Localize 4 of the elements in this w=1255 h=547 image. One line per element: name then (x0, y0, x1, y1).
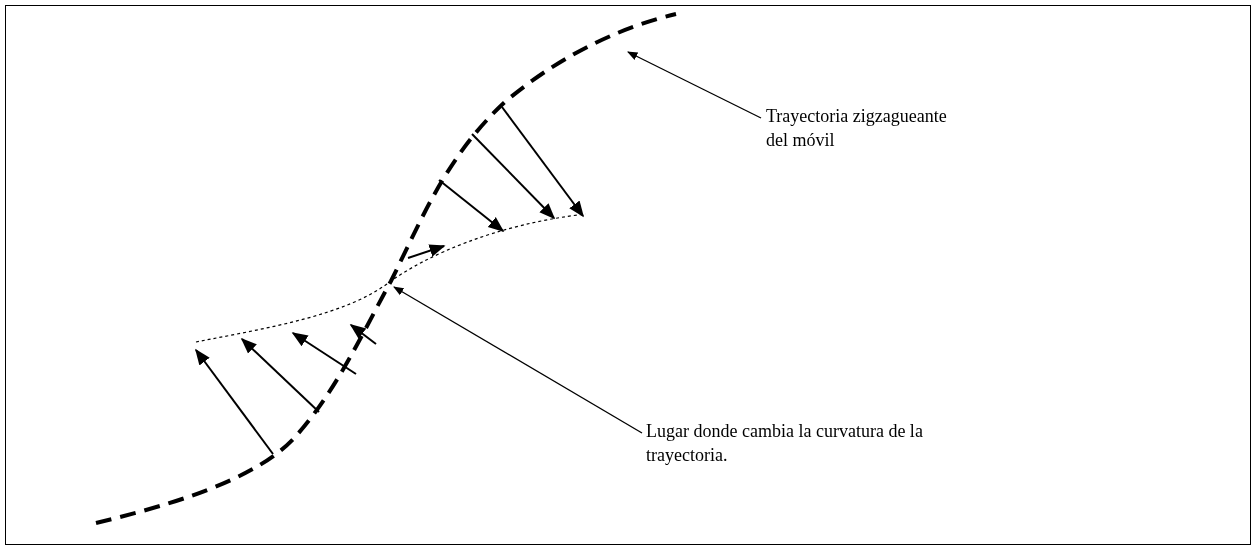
annotation-text: Trayectoria zigzagueante del móvil (766, 104, 966, 152)
leader-arrow (393, 286, 643, 434)
leader-arrow (627, 51, 762, 119)
annotation-text: Lugar donde cambia la curvatura de la trayectoria. (646, 419, 976, 467)
